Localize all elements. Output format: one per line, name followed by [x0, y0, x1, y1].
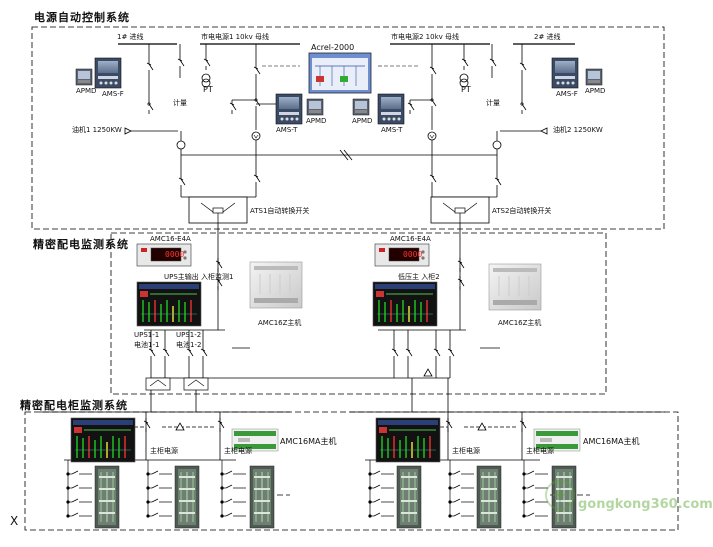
label-main-1: 主柜电源: [150, 447, 178, 455]
label-bus2: 2# 进线: [534, 33, 561, 41]
label-gen1: 油机1 1250KW: [72, 126, 122, 134]
label-main-4: 主柜电源: [526, 447, 554, 455]
label-bus-grid2: 市电电源2 10kv 母线: [391, 33, 460, 41]
section-title-precision-monitor: 精密配电监测系统: [33, 238, 129, 251]
label-amc-left: AMC16-E4A: [150, 235, 191, 243]
cabinet-4: [396, 465, 422, 529]
ups-screen-left: [136, 281, 202, 327]
section-title-power-control: 电源自动控制系统: [34, 11, 130, 24]
branch-circuits: [66, 470, 549, 518]
label-ams-t-right: AMS-T: [381, 126, 403, 134]
label-battery1-1: 电池1-1: [134, 341, 160, 349]
label-gen2: 油机2 1250KW: [553, 126, 603, 134]
label-pt-left: PT: [203, 85, 213, 94]
label-bus1: 1# 进线: [117, 33, 144, 41]
cabinet-3: [249, 465, 275, 529]
apmd-mid-right-device: [352, 98, 370, 116]
cabinet-6: [551, 465, 577, 529]
label-ups1-1: UPS1-1: [134, 331, 160, 339]
power-control-box: [31, 26, 665, 230]
cabinet-5: [476, 465, 502, 529]
label-battery1-2: 电池1-2: [176, 341, 202, 349]
label-ams-f-left: AMS-F: [102, 90, 124, 98]
label-apmd-4: APMD: [585, 87, 606, 95]
amc16z-module-left: [249, 261, 303, 309]
label-ats1: ATS1自动转换开关: [250, 207, 310, 215]
label-acrel-2000: Acrel-2000: [311, 43, 355, 52]
label-meter-left: 计量: [173, 99, 187, 107]
precision-monitor-box: [110, 232, 607, 395]
label-main-3: 主柜电源: [452, 447, 480, 455]
label-ams-f-right: AMS-F: [556, 90, 578, 98]
ams-f-left-device: [94, 57, 122, 89]
label-amc16z-right: AMC16Z主机: [498, 319, 542, 327]
label-meter-right: 计量: [486, 99, 500, 107]
ats1-switch: [188, 196, 248, 224]
label-pt-right: PT: [461, 85, 471, 94]
label-amc16ma-left: AMC16MA主机: [280, 437, 337, 446]
bottom-buses: [40, 378, 665, 496]
label-amc16ma-right: AMC16MA主机: [583, 437, 640, 446]
label-ups-left: UPS主输出 入柜监测1: [164, 273, 234, 281]
section-title-cabinet-monitor: 精密配电柜监测系统: [20, 399, 128, 412]
watermark-logo: [545, 480, 575, 510]
label-apmd-3: APMD: [352, 117, 373, 125]
label-ups1-2: UPS1-2: [176, 331, 202, 339]
label-main-2: 主柜电源: [224, 447, 252, 455]
x-mark: X: [10, 514, 19, 528]
ams-f-right-device: [551, 57, 579, 89]
top-right-feeders: [407, 44, 527, 150]
amc-left-display: 0000: [165, 250, 185, 259]
ams-t-right-device: [377, 93, 405, 125]
cabinet-screen-left: [70, 417, 136, 463]
label-amc-right: AMC16-E4A: [390, 235, 431, 243]
cabinet-1: [94, 465, 120, 529]
label-ats2: ATS2自动转换开关: [492, 207, 552, 215]
cabinet-screen-right: [375, 417, 441, 463]
acrel-2000-monitor: [308, 52, 372, 94]
label-ups-right: 低压主 入柜2: [398, 273, 440, 281]
label-apmd-2: APMD: [306, 117, 327, 125]
label-bus-grid1: 市电电源1 10kv 母线: [201, 33, 270, 41]
apmd-mid-left-device: [306, 98, 324, 116]
label-apmd-1: APMD: [76, 87, 97, 95]
ups-screen-right: [372, 281, 438, 327]
amc16z-module-right: [488, 263, 542, 311]
cabinet-2: [174, 465, 200, 529]
label-amc16z-left: AMC16Z主机: [258, 319, 302, 327]
amc-right-display: 0000: [403, 250, 423, 259]
generator-lines: [124, 127, 548, 198]
branch-risers: [67, 460, 525, 516]
apmd-left-device: [75, 68, 93, 86]
label-ams-t-left: AMS-T: [276, 126, 298, 134]
apmd-right-device: [585, 68, 603, 86]
ups-inverters: [145, 377, 209, 391]
top-left-feeders: [146, 44, 301, 150]
watermark-text: gongkong360.com: [578, 497, 713, 512]
ams-t-left-device: [275, 93, 303, 125]
power-system-diagram: [24, 26, 679, 531]
ats2-switch: [430, 196, 490, 224]
